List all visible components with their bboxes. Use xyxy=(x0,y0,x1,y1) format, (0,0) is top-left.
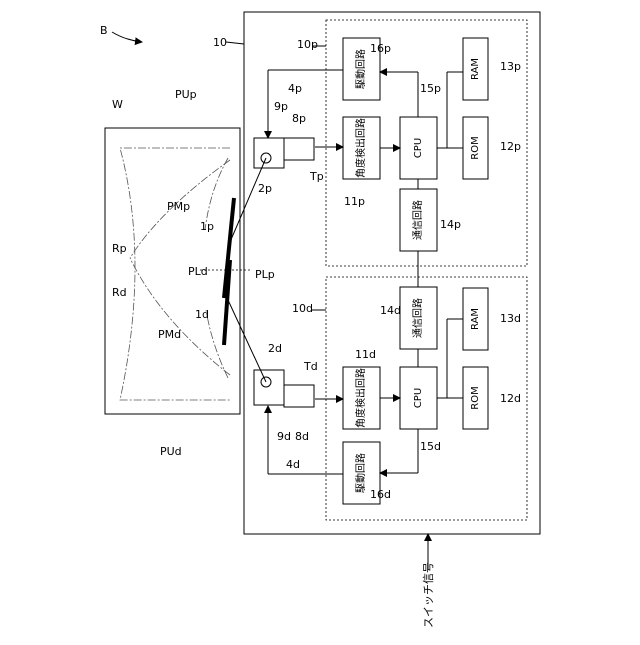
wiper-arm-d xyxy=(228,300,266,382)
ram-p-label: RAM xyxy=(470,58,481,80)
rom-d-label: ROM xyxy=(470,386,481,409)
ref-8p: 8p xyxy=(292,112,306,125)
ref-PLp: PLp xyxy=(255,268,275,281)
cpu-p-label: CPU xyxy=(413,138,424,158)
ref-12d: 12d xyxy=(500,392,521,405)
rom-p-label: ROM xyxy=(470,136,481,159)
ref-8d: 8d xyxy=(295,430,309,443)
wipe-arc-d xyxy=(130,258,230,375)
ref-14p: 14p xyxy=(440,218,461,231)
ref-13d: 13d xyxy=(500,312,521,325)
figure-label-arrow xyxy=(112,32,142,42)
drive-circuit-p-label: 駆動回路 xyxy=(354,49,367,89)
motor-p xyxy=(254,138,284,168)
ref-Tp: Tp xyxy=(309,170,324,183)
ref-14d: 14d xyxy=(380,304,401,317)
encoder-d xyxy=(284,385,314,407)
ref-Rd: Rd xyxy=(112,286,127,299)
angle-detect-circuit-d-label: 角度検出回路 xyxy=(354,368,367,428)
ref-9d: 9d xyxy=(277,430,291,443)
ref-2d: 2d xyxy=(268,342,282,355)
encoder-p xyxy=(284,138,314,160)
subunit-p-label: 10p xyxy=(297,38,318,51)
ref-PUp: PUp xyxy=(175,88,197,101)
ref-4p: 4p xyxy=(288,82,302,95)
cpu-d-label: CPU xyxy=(413,388,424,408)
unit-label: 10 xyxy=(213,36,227,49)
ref-4d: 4d xyxy=(286,458,300,471)
ref-9p: 9p xyxy=(274,100,288,113)
motor-d xyxy=(254,370,284,405)
ref-W: W xyxy=(112,98,123,111)
ref-Td: Td xyxy=(303,360,318,373)
ref-PMd: PMd xyxy=(158,328,181,341)
comm-circuit-d-label: 通信回路 xyxy=(411,298,424,338)
ref-1d: 1d xyxy=(195,308,209,321)
ref-15p: 15p xyxy=(420,82,441,95)
ram-d-label: RAM xyxy=(470,308,481,330)
drive-circuit-d-label: 駆動回路 xyxy=(354,453,367,493)
wipe-region-outer xyxy=(120,148,230,400)
ref-11p: 11p xyxy=(344,195,365,208)
switch-signal-label: スイッチ信号 xyxy=(422,562,435,628)
ref-1p: 1p xyxy=(200,220,214,233)
ref-PUd: PUd xyxy=(160,445,182,458)
subunit-d-label: 10d xyxy=(292,302,313,315)
comm-circuit-p-label: 通信回路 xyxy=(411,200,424,240)
figure-label: B xyxy=(100,24,108,37)
ref-Rp: Rp xyxy=(112,242,127,255)
ref-12p: 12p xyxy=(500,140,521,153)
ref-PMp: PMp xyxy=(167,200,190,213)
ref-16p: 16p xyxy=(370,42,391,55)
ref-2p: 2p xyxy=(258,182,272,195)
ref-13p: 13p xyxy=(500,60,521,73)
ref-15d: 15d xyxy=(420,440,441,453)
angle-detect-circuit-p-label: 角度検出回路 xyxy=(354,118,367,178)
ref-16d: 16d xyxy=(370,488,391,501)
ref-11d: 11d xyxy=(355,348,376,361)
ref-PLd: PLd xyxy=(188,265,208,278)
